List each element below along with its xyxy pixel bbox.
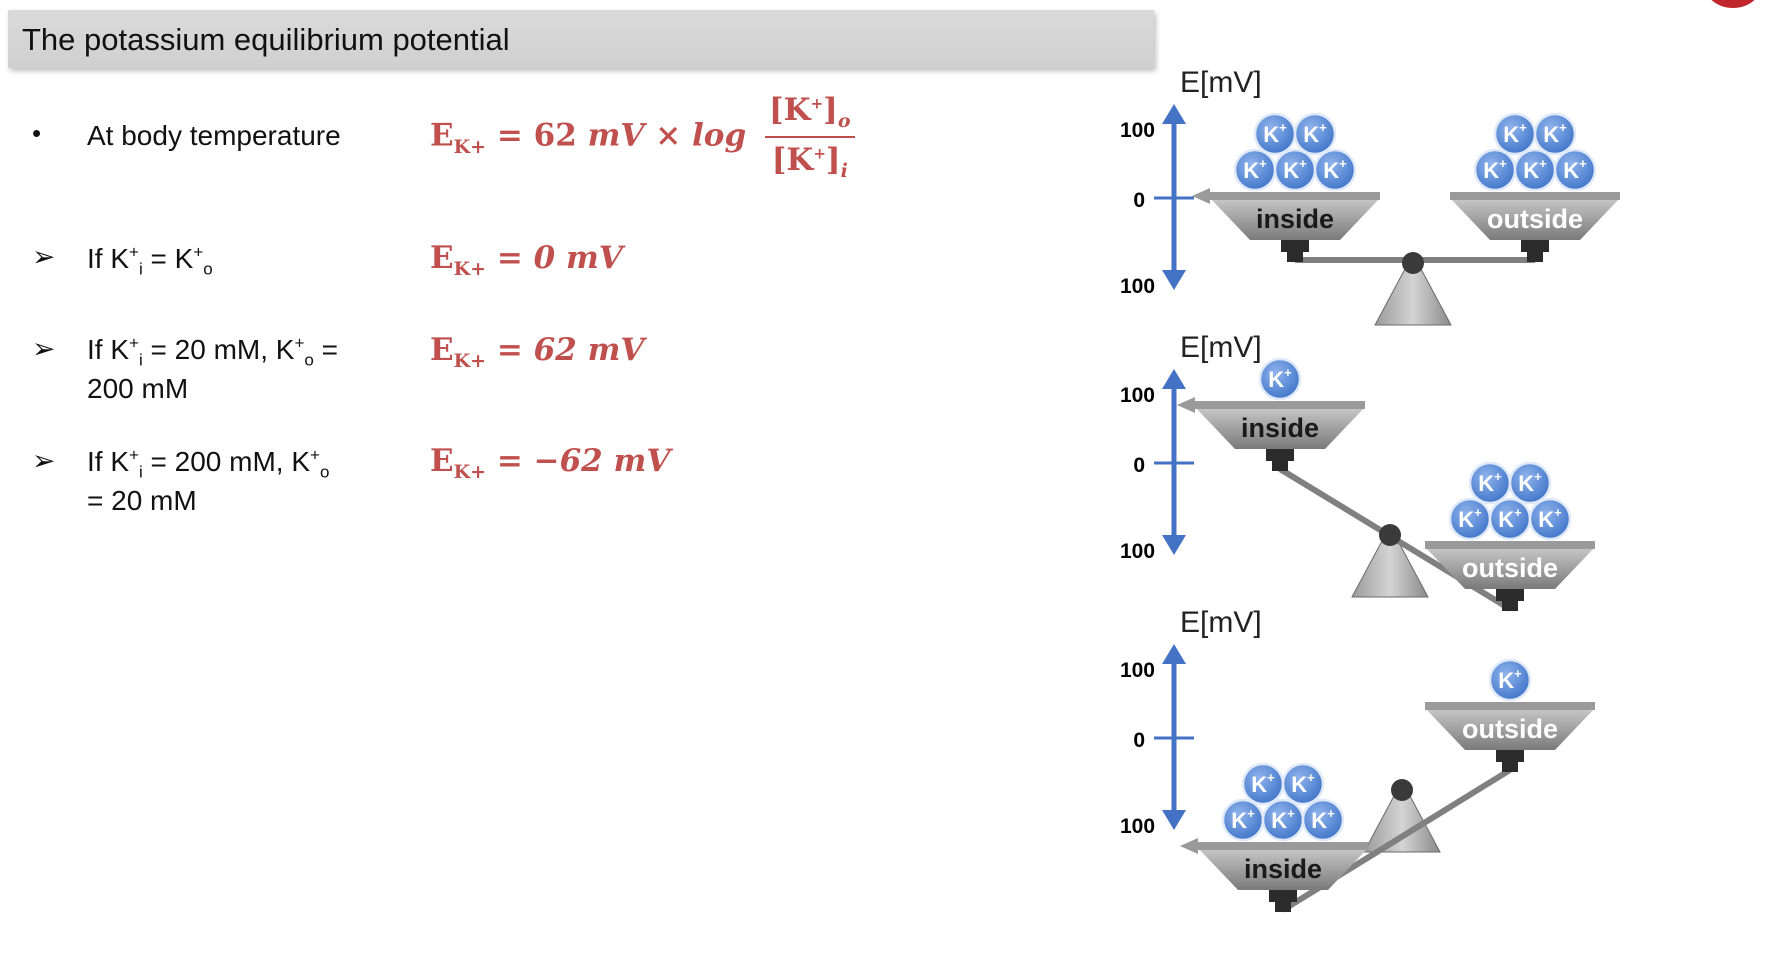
pan-inside: inside: [1195, 401, 1365, 471]
case2-rhs: = 62 mV: [496, 332, 645, 368]
axis-arrow-down-icon: [1162, 535, 1186, 555]
pan-label: inside: [1256, 204, 1334, 234]
arrow-bullet-icon: ➢: [32, 445, 56, 476]
bullet-dot-icon: •: [32, 118, 42, 148]
case2-equation: EK+ = 62 mV: [430, 332, 645, 373]
axis-title: E[mV]: [1180, 331, 1262, 364]
k-ion-icon: K+: [1528, 497, 1572, 541]
logo-icon: [1700, 0, 1766, 8]
pan-arrow-icon: [1192, 188, 1210, 204]
case3-label: If K+i = 200 mM, K+o: [87, 445, 330, 482]
pivot: [1391, 779, 1413, 801]
case3-label-line2: = 20 mM: [87, 485, 197, 516]
eq-unit: mV: [587, 117, 645, 154]
fulcrum: [1363, 795, 1441, 853]
axis-arrow-up-icon: [1162, 369, 1186, 389]
case1-equation: EK+ = 0 mV: [430, 240, 623, 281]
body-temp-label: At body temperature: [87, 120, 341, 151]
case3-rhs: = −62 mV: [496, 443, 671, 479]
k-ion-icon: K+: [1448, 497, 1492, 541]
eq-lhs: E: [430, 117, 454, 154]
eq-numerator: [K+]o: [764, 92, 855, 139]
pivot: [1402, 252, 1424, 274]
axis-arrow-down-icon: [1162, 810, 1186, 830]
tick-label: -100: [1120, 540, 1155, 563]
k-ion-icon: K+: [1273, 148, 1317, 192]
pan-outside: outside: [1450, 192, 1620, 262]
pan-label: inside: [1241, 413, 1319, 443]
eq-times: ×: [655, 117, 682, 154]
pivot: [1379, 524, 1401, 546]
pan-inside: inside: [1198, 842, 1368, 912]
pan-arrow-icon: [1177, 397, 1195, 413]
case1-label: If K+i = K+o: [87, 242, 213, 279]
arrow-bullet-icon: ➢: [32, 333, 56, 364]
axis-arrow-up-icon: [1162, 104, 1186, 124]
k-ion-icon: K+: [1221, 798, 1265, 842]
k-ion-icon: K+: [1281, 762, 1325, 806]
k-ion-icon: K+: [1488, 658, 1532, 702]
pan-label: inside: [1244, 854, 1322, 884]
pan-inside: inside: [1210, 192, 1380, 262]
eq-equals: =: [496, 117, 523, 154]
k-ion-icon: K+: [1261, 798, 1305, 842]
axis-title: E[mV]: [1180, 66, 1262, 99]
eq-coef: 62: [533, 117, 577, 154]
eq-lhs-sub: K+: [453, 135, 487, 158]
eq-denominator: [K+]i: [771, 142, 848, 183]
eq-fraction: [K+]o [K+]i: [764, 92, 855, 183]
arrow-bullet-icon: ➢: [32, 241, 56, 272]
k-ion-icon: K+: [1468, 461, 1512, 505]
pan-label: outside: [1462, 553, 1558, 583]
k-ion-icon: K+: [1488, 497, 1532, 541]
case3-equation: EK+ = −62 mV: [430, 443, 671, 484]
pan-outside: outside: [1425, 541, 1595, 611]
nernst-equation: EK+ = 62 mV × log [K+]o [K+]i: [430, 92, 855, 182]
fulcrum: [1374, 268, 1452, 326]
title-bar: The potassium equilibrium potential: [8, 10, 1154, 68]
k-ion-icon: K+: [1293, 112, 1337, 156]
tick-label: 0: [1133, 189, 1145, 212]
k-ion-icon: K+: [1313, 148, 1357, 192]
k-ion-icon: K+: [1553, 148, 1597, 192]
page-title: The potassium equilibrium potential: [22, 22, 510, 57]
k-ion-icon: K+: [1493, 112, 1537, 156]
pan-label: outside: [1487, 204, 1583, 234]
scale-panel: E[mV]+1000-100insideoutsideK+K+K+K+K+K+K…: [1120, 66, 1620, 326]
k-ion-icon: K+: [1508, 461, 1552, 505]
case2-label: If K+i = 20 mM, K+o =: [87, 333, 338, 370]
tick-label: 0: [1133, 454, 1145, 477]
pan-label: outside: [1462, 714, 1558, 744]
tick-label: -100: [1120, 815, 1155, 838]
axis-title: E[mV]: [1180, 606, 1262, 639]
tick-label: 0: [1133, 729, 1145, 752]
tick-label: +100: [1120, 659, 1155, 682]
axis-arrow-down-icon: [1162, 270, 1186, 290]
k-ion-icon: K+: [1233, 148, 1277, 192]
balance-scale-diagram: E[mV]+1000-100insideoutsideK+K+K+K+K+K+K…: [1120, 66, 1620, 913]
k-ion-icon: K+: [1301, 798, 1345, 842]
k-ion-icon: K+: [1533, 112, 1577, 156]
eq-log: log: [692, 117, 747, 154]
k-ion-icon: K+: [1253, 112, 1297, 156]
tick-label: +100: [1120, 119, 1155, 142]
k-ion-icon: K+: [1241, 762, 1285, 806]
pan-outside: outside: [1425, 702, 1595, 772]
k-ion-icon: K+: [1258, 357, 1302, 401]
tick-label: +100: [1120, 384, 1155, 407]
axis-arrow-up-icon: [1162, 644, 1186, 664]
pan-arrow-icon: [1180, 838, 1198, 854]
case1-rhs: = 0 mV: [496, 240, 623, 276]
k-ion-icon: K+: [1513, 148, 1557, 192]
tick-label: -100: [1120, 275, 1155, 298]
k-ion-icon: K+: [1473, 148, 1517, 192]
case2-label-line2: 200 mM: [87, 373, 189, 404]
